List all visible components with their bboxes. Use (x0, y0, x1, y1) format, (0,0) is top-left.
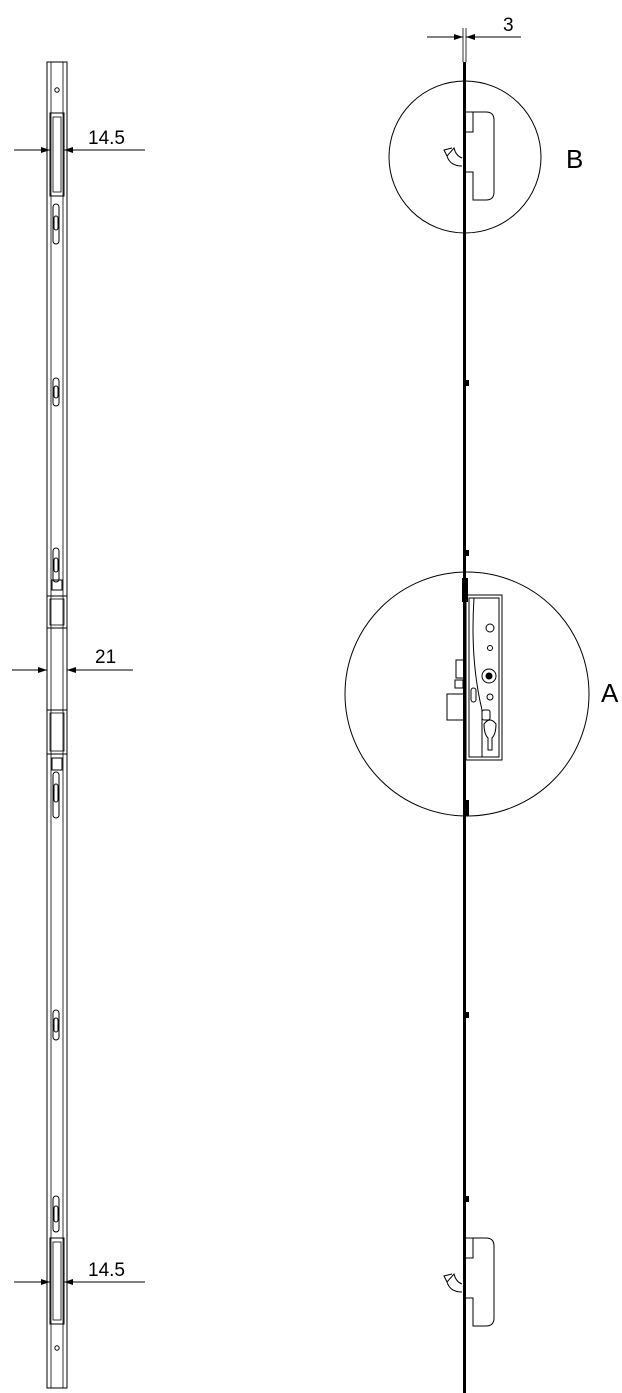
detail-circle-a (344, 571, 590, 817)
center-block-lower-inner (49, 712, 65, 752)
dimension-label-thickness: 3 (503, 15, 514, 36)
dimension-center: 21 (12, 647, 133, 673)
dimension-label-bottom: 14.5 (88, 1260, 125, 1281)
dimension-label-top: 14.5 (88, 128, 125, 149)
bottom-hook-slot-inner (52, 1241, 62, 1321)
dimension-bottom-slot: 14.5 (14, 1260, 145, 1285)
bottom-hook-side (443, 1237, 495, 1327)
detail-label-b: B (566, 144, 583, 174)
gearbox-side (446, 578, 503, 816)
detail-label-a: A (601, 678, 619, 708)
side-strip (463, 62, 466, 1393)
front-view-strip (46, 61, 68, 1389)
top-hook-side (443, 111, 495, 201)
center-block-upper-inner (49, 598, 65, 626)
bottom-hook-slot (49, 1237, 65, 1325)
roller-bolts (51, 203, 63, 591)
side-view-strip (443, 62, 503, 1393)
center-block-upper (46, 595, 68, 629)
screw-hole-top (54, 87, 60, 93)
dimension-top-slot: 14.5 (14, 128, 145, 153)
screw-hole-bottom (54, 1345, 60, 1351)
top-hook-slot-inner (52, 116, 62, 193)
top-hook-slot (49, 112, 65, 197)
dimension-label-center: 21 (95, 647, 116, 668)
dimension-thickness: 3 (427, 15, 521, 62)
detail-circle-b (388, 80, 542, 234)
roller-bolts-lower (51, 757, 63, 1233)
side-bolt-bumps (466, 380, 469, 1202)
center-block-lower (46, 709, 68, 755)
